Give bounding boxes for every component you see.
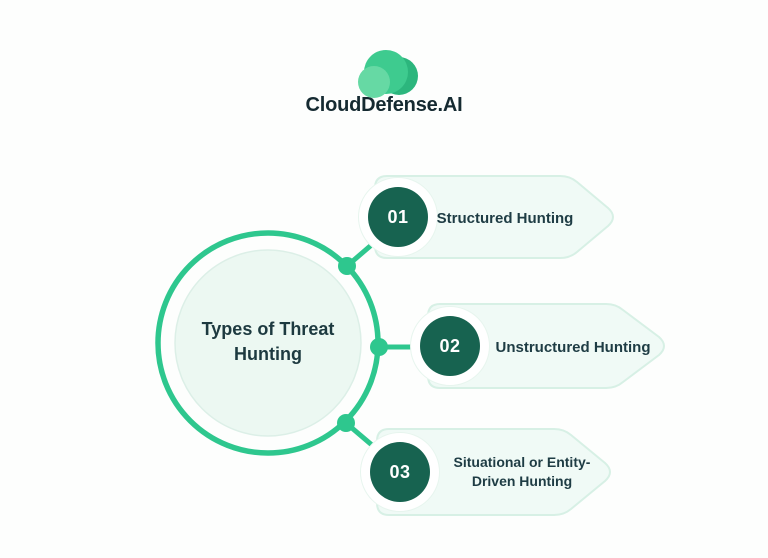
- hub-title: Types of Threat Hunting: [201, 319, 335, 364]
- item-number-badge-1: 01: [368, 187, 428, 247]
- item-title-2: Unstructured Hunting: [495, 339, 651, 356]
- junction-dot-1: [338, 257, 356, 275]
- clouddefense-logo-icon: [355, 48, 421, 100]
- item-number-circle-3: 03: [360, 432, 440, 512]
- brand-name: CloudDefense.AI: [305, 94, 463, 116]
- junction-dot-3: [337, 414, 355, 432]
- item-number-circle-2: 02: [410, 306, 490, 386]
- logo-circle-light: [358, 66, 390, 98]
- item-number-badge-3: 03: [370, 442, 430, 502]
- item-title-1: Structured Hunting: [436, 210, 574, 227]
- junction-dot-2: [370, 338, 388, 356]
- item-number-circle-1: 01: [358, 177, 438, 257]
- hub-disc: [174, 249, 362, 437]
- item-title-3: Situational or Entity-Driven Hunting: [453, 454, 591, 489]
- item-number-badge-2: 02: [420, 316, 480, 376]
